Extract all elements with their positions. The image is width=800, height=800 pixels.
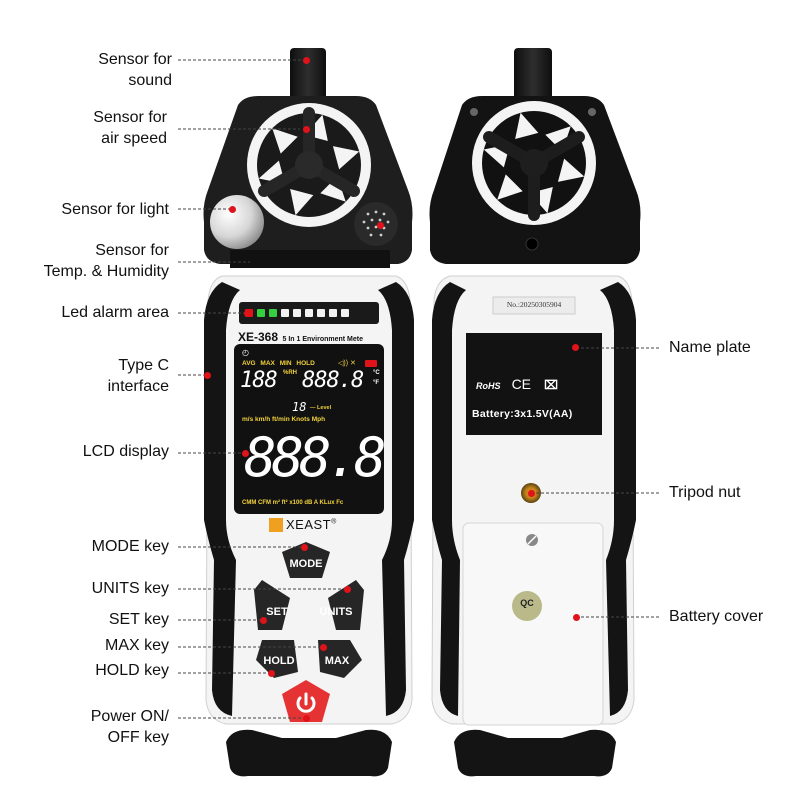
temperature-readout: 888.8 xyxy=(302,368,364,393)
fahrenheit-unit: °F xyxy=(373,380,380,386)
light-sensor xyxy=(210,195,264,249)
marker-led xyxy=(244,310,251,317)
marker-units xyxy=(344,586,351,593)
label-power-key: Power ON/OFF key xyxy=(90,708,169,746)
humidity-unit: %RH xyxy=(283,370,298,376)
marker-sound xyxy=(303,57,310,64)
cert-marks: RoHS CE ⌧ xyxy=(476,376,592,392)
units-key[interactable]: UNITS xyxy=(319,606,353,618)
set-key[interactable]: SET xyxy=(266,606,288,618)
brand-logo: XEAST® xyxy=(286,517,337,532)
level-readout: 18 xyxy=(292,400,307,414)
label-units-key: UNITS key xyxy=(91,580,169,597)
hold-key[interactable]: HOLD xyxy=(263,655,295,667)
label-mode-key: MODE key xyxy=(91,538,169,555)
label-led-alarm-area: Led alarm area xyxy=(61,304,169,321)
max-key[interactable]: MAX xyxy=(324,655,350,667)
serial-number: No.:20250305904 xyxy=(506,300,562,309)
rohs-mark: RoHS xyxy=(476,381,501,391)
mode-key[interactable]: MODE xyxy=(289,558,323,570)
lcd-indicators: AVG MAX MIN HOLD xyxy=(242,360,315,367)
celsius-unit: °C xyxy=(373,370,380,376)
battery-low-icon xyxy=(365,360,377,367)
weee-bin-icon: ⌧ xyxy=(544,378,558,392)
measurement-units: CMM CFM m² ft² x100 dB A KLux Fc xyxy=(242,500,344,506)
product-subtitle: 5 In 1 Environment Mete xyxy=(282,336,364,343)
label-name-plate: Name plate xyxy=(669,339,751,356)
mode-key-shape xyxy=(282,542,330,578)
marker-set xyxy=(260,617,267,624)
sound-alarm-icon: ◁)) ✕ xyxy=(338,360,356,367)
battery-spec: Battery:3x1.5V(AA) xyxy=(472,408,573,420)
main-readout: 888.8 xyxy=(244,426,387,489)
sound-sensor xyxy=(290,48,326,103)
label-hold-key: HOLD key xyxy=(95,662,169,679)
model-number: XE-368 xyxy=(238,330,279,344)
label-max-key: MAX key xyxy=(104,637,169,654)
qc-sticker: QC xyxy=(520,598,534,608)
marker-light xyxy=(229,206,236,213)
marker-mode xyxy=(301,544,308,551)
ce-mark: CE xyxy=(511,376,532,392)
label-battery-cover: Battery cover xyxy=(669,608,764,625)
auto-off-icon: ◴ xyxy=(242,348,249,357)
marker-battery xyxy=(573,614,580,621)
temp-humidity-sensor xyxy=(354,202,398,246)
marker-temp xyxy=(377,222,384,229)
marker-nameplate xyxy=(572,344,579,351)
label-tripod-nut: Tripod nut xyxy=(669,484,741,501)
back-device xyxy=(429,48,641,777)
marker-lcd xyxy=(242,450,249,457)
marker-hold xyxy=(268,670,275,677)
marker-tripod xyxy=(528,490,535,497)
lcd-content: ◴ AVG MAX MIN HOLD ◁)) ✕ 188 %RH 888.8 °… xyxy=(240,348,387,512)
speed-units: m/s km/h ft/min Knots Mph xyxy=(242,416,326,423)
front-device xyxy=(203,48,414,777)
marker-power xyxy=(303,715,310,722)
product-title: XE-368 5 In 1 Environment Mete xyxy=(238,328,363,346)
level-label: — Level xyxy=(310,405,332,411)
label-set-key: SET key xyxy=(108,611,169,628)
humidity-readout: 188 xyxy=(240,368,278,393)
marker-max xyxy=(320,644,327,651)
marker-air xyxy=(303,126,310,133)
label-light-sensor: Sensor for light xyxy=(61,201,169,218)
battery-cover xyxy=(462,522,604,726)
lcd-screen xyxy=(234,344,384,514)
name-plate xyxy=(466,333,602,435)
marker-typec xyxy=(204,372,211,379)
front-bumper xyxy=(226,729,392,777)
label-lcd-display: LCD display xyxy=(82,443,169,460)
